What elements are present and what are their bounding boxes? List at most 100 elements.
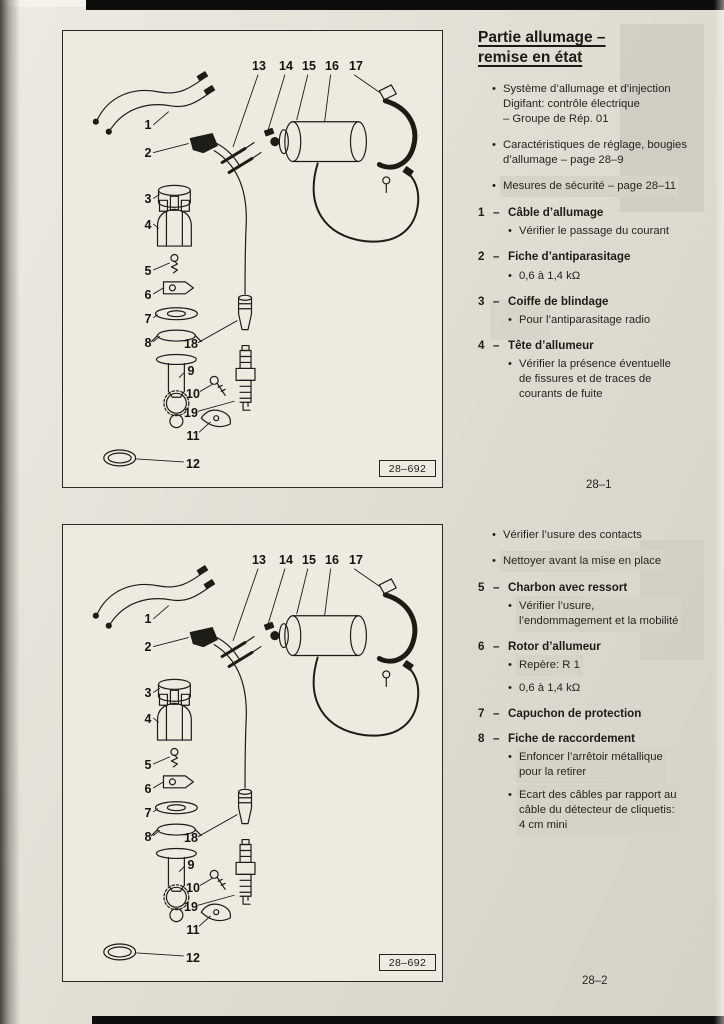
distributor-cap <box>156 689 192 741</box>
part-note-bullet: •Enfoncer l’arrêtoir métallique pour la … <box>508 750 712 781</box>
diagram-callout-18: 18 <box>184 831 198 845</box>
diagram-callout-1: 1 <box>144 612 152 626</box>
scan-edge-bottom <box>92 1016 724 1024</box>
part-number: 3 <box>478 294 485 308</box>
retaining-screw <box>209 375 226 396</box>
part-item-8: 8–Fiche de raccordement •Enfoncer l’arrêt… <box>478 731 712 834</box>
note-text: Vérifier l’usure, l’endommagement et la … <box>518 599 679 630</box>
diagram-callout-3: 3 <box>144 686 152 700</box>
carbon-brush <box>170 747 179 768</box>
diagram-callout-11: 11 <box>186 429 200 443</box>
part-item-heading: 4–Tête d’allumeur <box>478 338 712 353</box>
spark-plug <box>235 838 256 905</box>
protective-cap <box>154 801 198 815</box>
diagram-callout-4: 4 <box>144 712 152 726</box>
dash-separator: – <box>493 250 500 264</box>
bullet-icon: • <box>508 225 512 238</box>
carbon-brush <box>170 253 179 274</box>
note-text: Vérifier le passage du courant <box>518 225 670 238</box>
dust-shield <box>150 329 202 343</box>
page-title-line1: Partie allumage – <box>478 29 606 46</box>
ignition-cables <box>92 565 216 629</box>
part-item-heading: 2–Fiche d’antiparasitage <box>478 249 712 264</box>
part-name: Câble d’allumage <box>508 206 604 220</box>
diagram-callout-16: 16 <box>325 553 339 567</box>
notes-column-bottom: •Vérifier l’usure des contacts•Nettoyer … <box>478 528 712 843</box>
bullet-icon: • <box>492 83 496 96</box>
part-note-bullet: • 0,6 à 1,4 kΩ <box>508 681 712 696</box>
part-note-bullet: • Vérifier le passage du courant <box>508 224 712 239</box>
binding-shadow <box>0 0 20 1024</box>
part-item-2: 2–Fiche d’antiparasitage•0,6 à 1,4 kΩ <box>478 249 712 283</box>
retaining-screw <box>209 869 226 890</box>
spark-plug <box>235 344 256 411</box>
part-number: 2 <box>478 250 485 264</box>
bullet-icon: • <box>508 313 512 326</box>
part-item-heading: 7–Capuchon de protection <box>478 706 712 721</box>
diagram-callout-10: 10 <box>186 387 200 401</box>
diagram-callout-8: 8 <box>144 336 152 350</box>
part-name: Tête d’allumeur <box>508 338 594 352</box>
dash-separator: – <box>493 206 500 220</box>
bullet-icon: • <box>508 682 512 695</box>
bullet-icon: • <box>492 555 496 568</box>
suppressor-plug <box>189 133 241 168</box>
o-ring <box>103 449 137 467</box>
plug-connector <box>237 294 253 331</box>
ignition-cables <box>92 71 216 135</box>
bullet-icon: • <box>492 139 496 152</box>
diagram-callout-9: 9 <box>187 364 195 378</box>
diagram-callout-10: 10 <box>186 881 200 895</box>
part-number: 7 <box>478 707 485 721</box>
diagram-callout-11: 11 <box>186 923 200 937</box>
ht-cable <box>213 643 247 789</box>
hold-down-clamp <box>200 903 232 922</box>
part-note-bullet: •Repère: R 1 <box>508 658 712 674</box>
coil-cable <box>312 162 420 243</box>
part-item-heading: 1–Câble d’allumage <box>478 205 712 220</box>
part-name: Rotor d’allumeur <box>508 640 601 654</box>
part-note-bullet: • Vérifier la présence éventuelle de fiss… <box>508 357 712 402</box>
part-item-heading: 3–Coiffe de blindage <box>478 294 712 309</box>
ignition-coil <box>263 121 367 163</box>
note-bullet: •Nettoyer avant la mise en place <box>478 554 712 570</box>
bullet-icon: • <box>508 600 512 613</box>
notes-column-top: Partie allumage – remise en état •Systèm… <box>478 28 712 412</box>
diagram-callout-19: 19 <box>184 406 198 420</box>
plug-connector <box>237 788 253 825</box>
note-text: Pour l’antiparasitage radio <box>518 313 651 326</box>
diagram-callout-1: 1 <box>144 118 152 132</box>
part-name: Charbon avec ressort <box>508 581 628 595</box>
part-number: 8 <box>478 732 485 746</box>
part-item-heading: 5–Charbon avec ressort <box>478 580 712 595</box>
part-item-4: 4–Tête d’allumeur • Vérifier la présence é… <box>478 338 712 402</box>
dash-separator: – <box>493 707 500 721</box>
part-item-1: 1–Câble d’allumage • Vérifier le passage d… <box>478 205 712 239</box>
dash-separator: – <box>493 732 500 746</box>
part-name: Capuchon de protection <box>508 707 642 721</box>
rotor-arm <box>162 281 194 295</box>
distributor-body <box>155 353 197 429</box>
part-number: 4 <box>478 338 485 352</box>
note-bullet: •Mesures de sécurité – page 28–11 <box>478 179 712 195</box>
ignition-coil <box>263 615 367 657</box>
part-item-3: 3–Coiffe de blindage • Pour l’antiparasita… <box>478 294 712 328</box>
part-name: Fiche de raccordement <box>508 732 635 746</box>
part-item-heading: 8–Fiche de raccordement <box>478 731 712 746</box>
note-text: Vérifier la présence éventuelle de fissu… <box>518 357 671 400</box>
part-number: 5 <box>478 581 485 595</box>
diagram-callout-17: 17 <box>349 553 363 567</box>
note-text: 0,6 à 1,4 kΩ <box>518 682 581 695</box>
mounting-strap <box>376 84 418 193</box>
page-number-bottom: 28–2 <box>582 975 608 987</box>
dust-shield <box>150 823 202 837</box>
diagram-callout-4: 4 <box>144 218 152 232</box>
note-text: Mesures de sécurité – page 28–11 <box>502 179 677 195</box>
diagram-callout-2: 2 <box>144 640 152 654</box>
page-title: Partie allumage – remise en état <box>478 28 712 68</box>
hold-down-clamp <box>200 409 232 428</box>
page-number-top: 28–1 <box>586 479 612 491</box>
part-name: Fiche d’antiparasitage <box>508 250 631 264</box>
bullet-icon: • <box>508 357 512 370</box>
dash-separator: – <box>493 581 500 595</box>
